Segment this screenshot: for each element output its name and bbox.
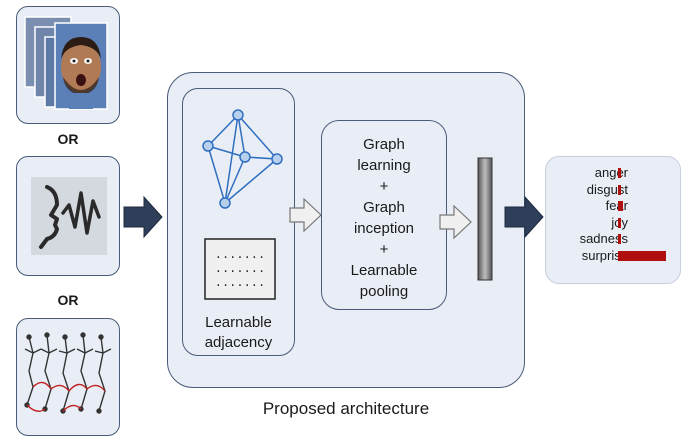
emotion-bar-sadness: [618, 234, 621, 244]
skeleton-sequence-icon: [24, 332, 112, 414]
face-input-panel: [16, 6, 120, 124]
audio-input-panel: [16, 156, 120, 276]
emotion-row-surprise: surprise: [546, 247, 680, 264]
emotion-bar-joy: [618, 217, 621, 228]
graph-module-text: Graph learning + Graph inception + Learn…: [321, 134, 447, 302]
graph-line-7: pooling: [359, 283, 409, 300]
graph-line-3: Graph: [363, 199, 405, 216]
inner-arrow-2: [439, 204, 472, 240]
emotion-bar-anger: [618, 168, 621, 178]
svg-text:.......: .......: [215, 248, 265, 262]
adjacency-label: Learnable adjacency: [182, 313, 295, 353]
input-arrow: [123, 195, 163, 239]
output-layer-bar: [477, 157, 493, 281]
emotion-row-disgust: disgust: [546, 181, 680, 198]
emotion-label-fear: fear: [605, 198, 628, 213]
graph-line-4: inception: [353, 220, 415, 237]
emotion-label-surprise: surprise: [581, 247, 628, 263]
emotion-label-disgust: disgust: [586, 181, 628, 197]
graph-line-2: +: [379, 178, 389, 195]
graph-module-panel: [321, 120, 447, 310]
emotion-row-sadness: sadness: [546, 231, 680, 247]
emotion-row-anger: anger: [546, 165, 680, 181]
graph-line-6: Learnable: [350, 262, 418, 279]
graph-line-1: learning: [357, 157, 411, 174]
skeleton-input-panel: [16, 318, 120, 436]
emotion-bar-fear: [618, 201, 624, 211]
adjacency-panel: [182, 88, 295, 356]
emotion-label-anger: anger: [594, 165, 628, 180]
emotion-row-fear: fear: [546, 198, 680, 214]
svg-text:.......: .......: [215, 276, 265, 290]
adjacency-matrix-icon: ....... ....... .......: [204, 238, 276, 300]
emotion-label-sadness: sadness: [579, 231, 628, 246]
face-frames-image: [24, 16, 108, 110]
graph-line-5: +: [379, 241, 389, 258]
emotion-bar-surprise: [618, 250, 666, 261]
graph-icon: [202, 109, 283, 209]
inner-arrow-1: [289, 197, 322, 233]
architecture-caption: Proposed architecture: [262, 399, 430, 418]
or-label-1: OR: [57, 131, 79, 147]
output-arrow: [504, 195, 544, 239]
svg-text:.......: .......: [215, 262, 265, 276]
emotion-bar-disgust: [618, 184, 621, 195]
adjacency-label-line-1: Learnable: [205, 314, 272, 331]
adjacency-label-line-2: adjacency: [204, 334, 273, 351]
speech-icon: [31, 177, 107, 255]
graph-line-0: Graph: [363, 136, 405, 153]
emotion-row-joy: joy: [546, 215, 680, 231]
or-label-2: OR: [57, 292, 79, 308]
